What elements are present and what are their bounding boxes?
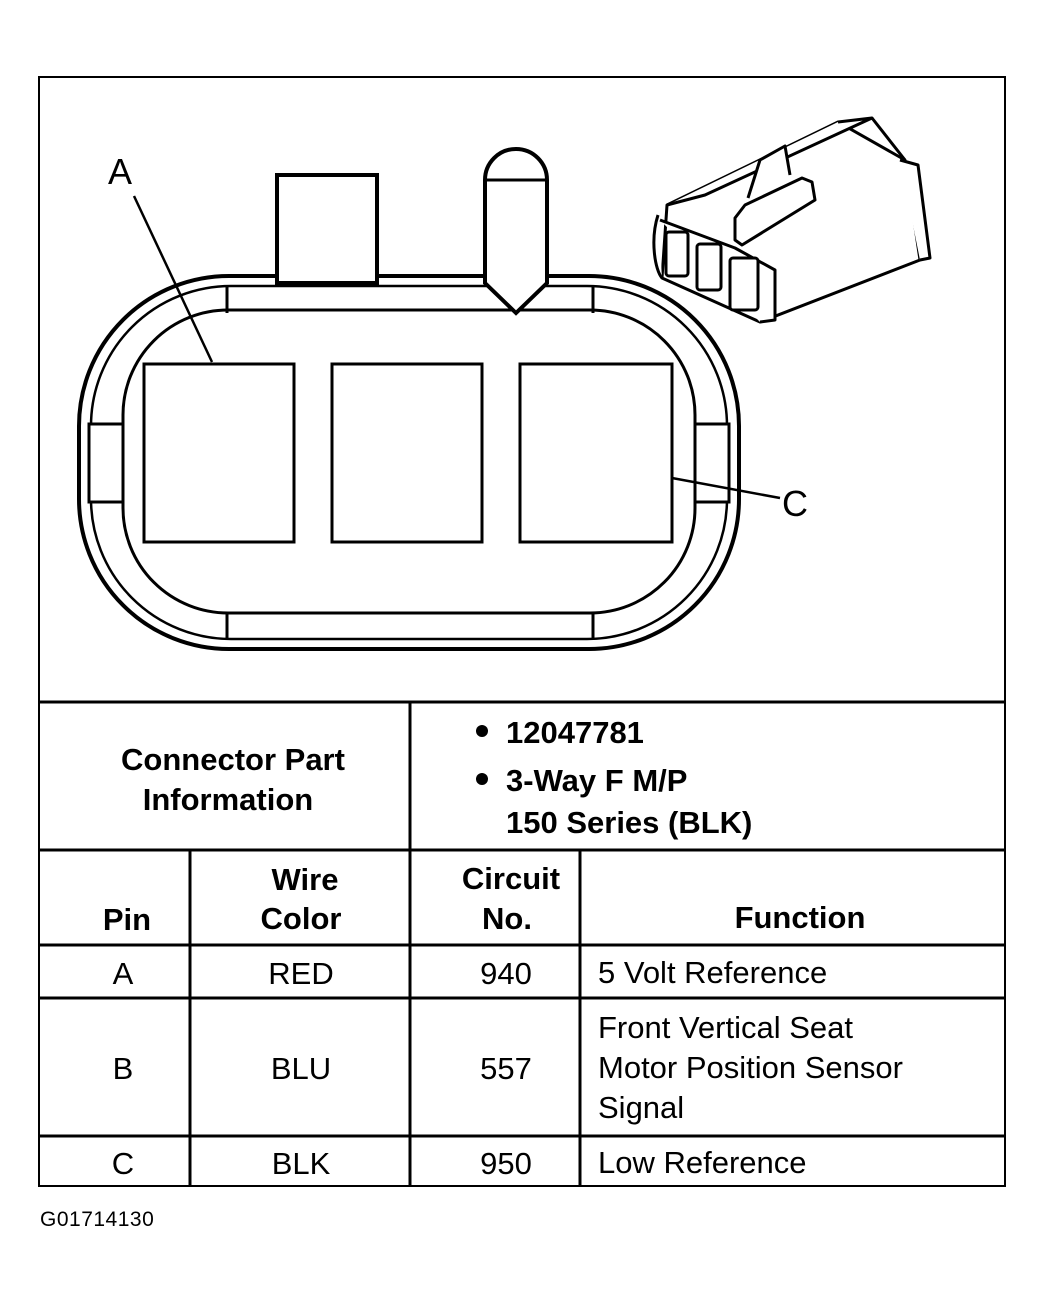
bullet-icon [476,725,488,737]
connector-info-label-2: Information [143,782,314,817]
connector-type: 3-Way F M/P [506,763,687,798]
cell-pin: B [113,1051,134,1086]
table-row: C BLK 950 Low Reference [112,1145,807,1181]
connector-face [77,274,741,651]
key-tab [275,173,379,285]
cavity-a [142,362,296,544]
cell-function: 5 Volt Reference [598,955,827,990]
bullet-icon [476,773,488,785]
cell-circuit: 950 [480,1146,532,1181]
cell-function: Front Vertical Seat [598,1010,853,1045]
header-pin: Pin [103,902,151,937]
header-function: Function [735,900,866,935]
table-row: A RED 940 5 Volt Reference [113,955,828,991]
alignment-post [483,147,549,316]
cell-pin: A [113,956,134,991]
cell-circuit: 940 [480,956,532,991]
callout-c-leader [671,476,781,500]
cell-wire-color: BLK [272,1146,331,1181]
figure-id: G01714130 [40,1208,155,1231]
table-row: B BLU 557 Front Vertical Seat Motor Posi… [113,1010,903,1125]
connector-diagram: A C [77,116,932,651]
callout-a-leader [132,195,214,363]
cell-function: Signal [598,1090,684,1125]
part-number: 12047781 [506,715,644,750]
cavity-c [518,362,674,544]
connector-series: 150 Series (BLK) [506,805,752,840]
cell-function: Motor Position Sensor [598,1050,903,1085]
connector-info-label: Connector Part [121,742,345,777]
callout-c-label: C [782,483,808,524]
callout-a-label: A [108,151,132,192]
pin-cavities [142,362,674,544]
cell-wire-color: RED [268,956,333,991]
cell-circuit: 557 [480,1051,532,1086]
cell-wire-color: BLU [271,1051,331,1086]
connector-perspective-illustration [652,116,932,324]
cavity-b [330,362,484,544]
header-circuit-no: Circuit [462,861,560,896]
connector-table: Connector Part Information 12047781 3-Wa… [38,700,1006,1187]
cell-pin: C [112,1146,134,1181]
header-circuit-no-2: No. [482,901,532,936]
figure-frame [38,76,1006,1187]
header-wire-color-2: Color [261,901,342,936]
header-wire-color: Wire [272,862,339,897]
cell-function: Low Reference [598,1145,807,1180]
